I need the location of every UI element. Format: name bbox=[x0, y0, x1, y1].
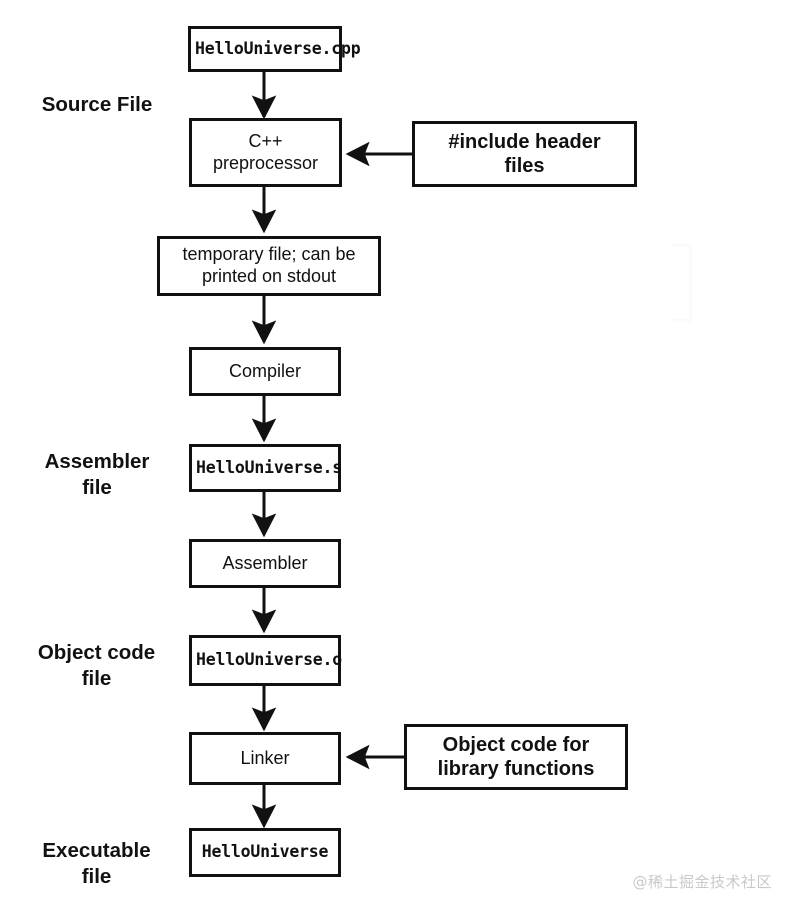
background-watermark-shape bbox=[672, 244, 692, 322]
node-compiler[interactable]: Compiler bbox=[189, 347, 341, 396]
side-label-source-file: Source File bbox=[41, 93, 153, 116]
side-label-executable-file: Executable file bbox=[42, 839, 151, 888]
node-include-header-files[interactable]: #include header files bbox=[412, 121, 637, 187]
watermark-text: @稀土掘金技术社区 bbox=[632, 873, 772, 891]
node-object-code-library[interactable]: Object code for library functions bbox=[404, 724, 628, 790]
node-label: HelloUniverse.o bbox=[196, 650, 343, 670]
node-label: Object code for library functions bbox=[437, 733, 595, 780]
node-assembler[interactable]: Assembler bbox=[189, 539, 341, 588]
node-cpp-preprocessor[interactable]: C++ preprocessor bbox=[189, 118, 342, 187]
node-hellouniverse-cpp[interactable]: HelloUniverse.cpp bbox=[188, 26, 361, 72]
node-label: temporary file; can be printed on stdout bbox=[182, 244, 356, 286]
side-label-object-code-file: Object code file bbox=[37, 641, 156, 690]
node-label: #include header files bbox=[448, 130, 601, 177]
node-label: C++ preprocessor bbox=[212, 130, 319, 173]
node-label: Linker bbox=[240, 747, 290, 768]
side-label-assembler-file: Assembler file bbox=[44, 450, 150, 499]
node-temporary-file[interactable]: temporary file; can be printed on stdout bbox=[157, 236, 381, 296]
node-hellouniverse-o[interactable]: HelloUniverse.o bbox=[189, 635, 343, 686]
node-hellouniverse-s[interactable]: HelloUniverse.s bbox=[189, 444, 343, 492]
node-label: HelloUniverse.cpp bbox=[195, 38, 361, 58]
node-linker[interactable]: Linker bbox=[189, 732, 341, 785]
node-label: HelloUniverse.s bbox=[196, 457, 343, 477]
node-label: Assembler bbox=[222, 552, 308, 573]
node-label: HelloUniverse bbox=[201, 842, 329, 862]
node-label: Compiler bbox=[228, 360, 302, 381]
node-hellouniverse-executable[interactable]: HelloUniverse bbox=[189, 828, 341, 877]
